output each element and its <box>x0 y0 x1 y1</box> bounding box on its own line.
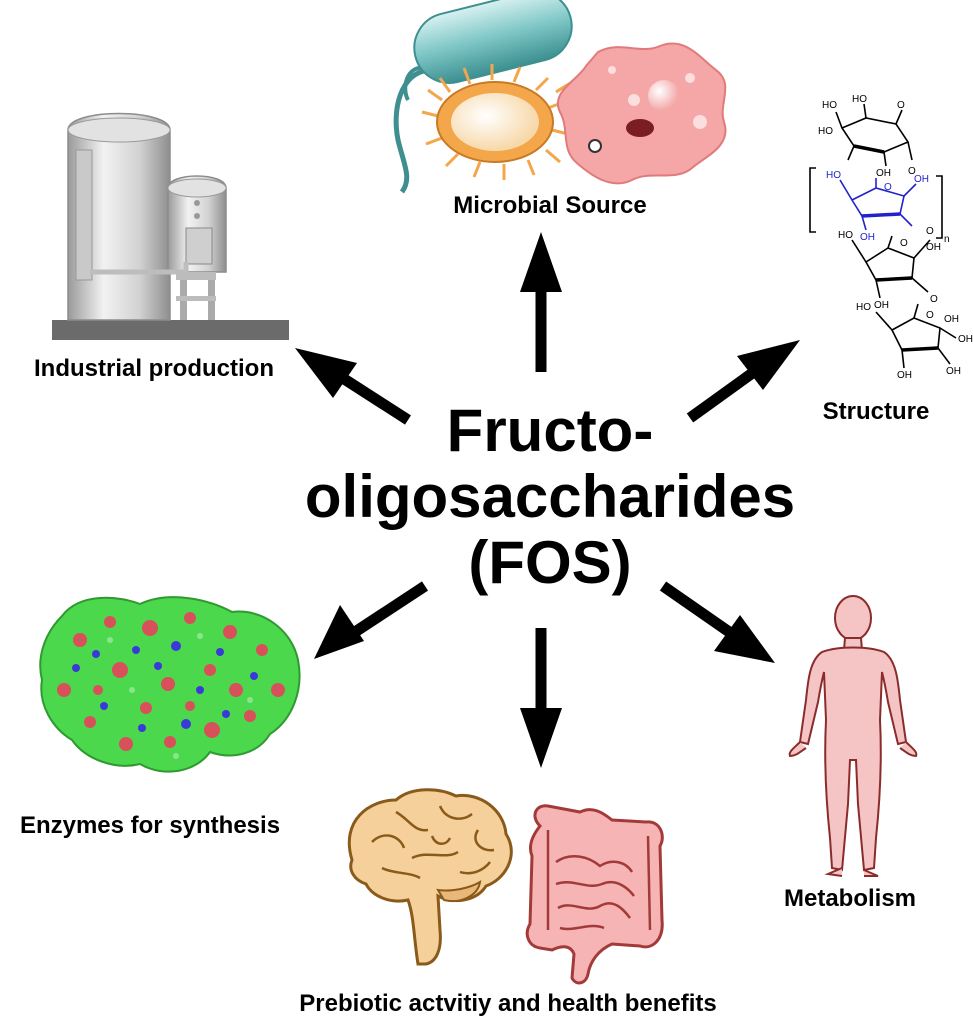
arrow-upper-left <box>295 348 411 425</box>
label-industrial-production: Industrial production <box>34 355 274 382</box>
amoeba-icon <box>556 42 727 185</box>
molecule-labels: HO HO O HO OH O HO O OH OH n O HO O OH O… <box>818 94 973 381</box>
protein-icon <box>39 596 301 773</box>
label-enzymes-for-synthesis: Enzymes for synthesis <box>19 812 281 839</box>
tank-icon <box>52 112 289 340</box>
arrow-up <box>520 232 562 372</box>
label-structure: Structure <box>822 398 930 425</box>
center-title-line-2: oligosaccharides <box>304 463 796 530</box>
mol-label-o-4: O <box>900 238 908 249</box>
label-prebiotic-activity: Prebiotic actvitiy and health benefits <box>299 990 717 1017</box>
mol-label-ho-1: HO <box>822 100 837 111</box>
mol-label-ho-2: HO <box>852 94 867 105</box>
arrow-upper-right <box>686 340 800 423</box>
mol-label-ho-5: HO <box>856 302 871 313</box>
label-metabolism: Metabolism <box>783 885 917 912</box>
molecule-icon <box>809 103 957 369</box>
mol-label-ho-4: HO <box>838 230 853 241</box>
human-body-icon <box>788 595 918 877</box>
label-microbial-source: Microbial Source <box>453 192 647 219</box>
arrow-down <box>520 628 562 768</box>
center-title-line-3: (FOS) <box>468 529 632 596</box>
mol-label-oh-6: OH <box>946 366 961 377</box>
center-title: Fructo- oligosaccharides (FOS) <box>300 398 800 596</box>
mol-label-oh-7: OH <box>958 334 973 345</box>
center-title-line-1: Fructo- <box>446 397 654 464</box>
mol-label-n: n <box>944 234 950 245</box>
mol-label-o-3: O <box>926 226 934 237</box>
mol-label-o-2: O <box>908 166 916 177</box>
mol-label-oh-3: OH <box>874 300 889 311</box>
mol-label-ho-blue: HO <box>826 170 841 181</box>
intestine-icon <box>525 804 664 985</box>
mol-label-oh-blue-2: OH <box>860 232 875 243</box>
mol-label-o-blue: O <box>884 182 892 193</box>
arrow-lower-left <box>314 581 429 659</box>
mol-label-o-1: O <box>897 100 905 111</box>
mol-label-oh-2: OH <box>926 242 941 253</box>
mol-label-oh-1: OH <box>876 168 891 179</box>
mol-label-oh-4: OH <box>944 314 959 325</box>
mol-label-oh-blue-1: OH <box>914 174 929 185</box>
mol-label-ho-3: HO <box>818 126 833 137</box>
mol-label-o-6: O <box>926 310 934 321</box>
mol-label-oh-5: OH <box>897 370 912 381</box>
mol-label-o-5: O <box>930 294 938 305</box>
arrow-lower-right <box>659 581 775 663</box>
brain-icon <box>347 788 513 966</box>
bacteria-icon <box>393 0 601 194</box>
